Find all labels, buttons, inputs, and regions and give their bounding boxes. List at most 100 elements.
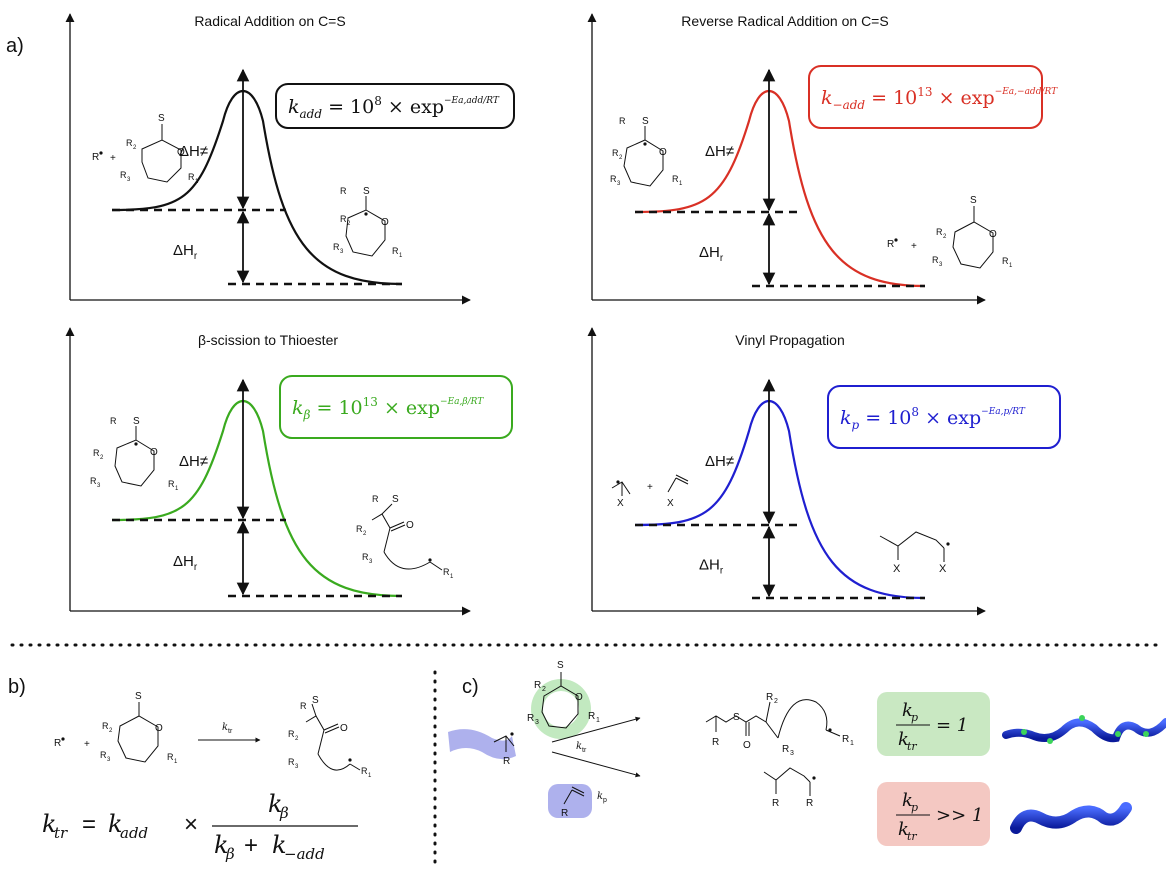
rate-equation-box: [279, 375, 513, 439]
r2-label: R: [534, 680, 541, 691]
rate-equation: kp = 108 × exp−Ea,p/RT: [840, 405, 1026, 432]
sulfur-label: S: [392, 494, 399, 505]
ratio2-den-sub: tr: [907, 830, 917, 843]
dH-activation-label: ΔH≠: [179, 453, 208, 470]
panel-label-a: a): [6, 35, 24, 57]
eq-den-kadd-sub: −add: [284, 845, 325, 863]
panel-label-b: b): [8, 676, 26, 698]
dH-reaction-label: ΔHr: [173, 553, 198, 573]
x-label: X: [667, 498, 674, 509]
r2-label: R: [93, 448, 100, 458]
energy-curve: [634, 400, 926, 600]
monomer-highlight: [548, 784, 592, 818]
r2-label: R: [288, 729, 295, 739]
r2-label: R: [612, 148, 619, 158]
r3-sub: 3: [369, 559, 373, 565]
eq-lhs: k: [42, 810, 57, 838]
r3-sub: 3: [107, 757, 111, 763]
r1-sub: 1: [450, 574, 454, 580]
ratio1-num-sub: p: [911, 711, 918, 724]
r2-label: R: [356, 524, 363, 534]
rate-equation: kβ = 1013 × exp−Ea,β/RT: [292, 395, 484, 422]
r2-sub: 2: [109, 728, 113, 734]
panel-title: β-scission to Thioester: [198, 332, 338, 348]
r3-sub: 3: [127, 177, 131, 183]
r-label: R: [372, 494, 379, 504]
eq-den-kbeta-sub: β: [225, 845, 235, 863]
panel-title: Reverse Radical Addition on C=S: [681, 13, 888, 29]
kp-label: k: [597, 791, 603, 802]
oxygen-label: O: [575, 692, 583, 703]
reactants-radical-addition: R + S O R 2 R 3 R 1: [92, 113, 199, 185]
r2-sub: 2: [619, 155, 623, 161]
energy-curve: [634, 90, 926, 288]
oxygen-label: O: [340, 723, 348, 734]
r3-sub: 3: [939, 262, 943, 268]
panel-title: Radical Addition on C=S: [194, 13, 345, 29]
r3-sub: 3: [790, 750, 794, 757]
r1-label: R: [443, 567, 450, 577]
r-label: R: [561, 808, 568, 819]
r1-sub: 1: [596, 717, 600, 724]
eq-equals: =: [82, 811, 96, 838]
sulfur-label: S: [312, 695, 319, 706]
r2-sub: 2: [133, 145, 137, 151]
ktr-sub: tr: [582, 747, 587, 754]
energy-curve: [111, 400, 403, 598]
eq-times: ×: [184, 811, 198, 838]
r1-sub: 1: [195, 179, 199, 185]
r1-sub: 1: [1009, 263, 1013, 269]
ratio1-value: = 1: [936, 715, 968, 736]
radical-label: R: [887, 239, 894, 250]
r3-label: R: [100, 750, 107, 760]
r-label: R: [772, 798, 779, 809]
thionolactone-ring: [141, 139, 182, 183]
r3-sub: 3: [295, 764, 299, 770]
arrow-k-sub: tr: [228, 728, 233, 735]
rate-equation-box: [275, 83, 515, 129]
rate-equation: kadd = 108 × exp−Ea,add/RT: [288, 94, 500, 121]
oxygen-label: O: [659, 147, 667, 158]
panel-c-scheme: R S O R 2 R 3 R 1 k tr R k p: [448, 660, 1166, 846]
r1-label: R: [168, 479, 175, 489]
x-label: X: [939, 563, 947, 575]
arrow-k: k: [222, 722, 228, 733]
degradable-polymer: [1002, 718, 1166, 743]
r1-label: R: [188, 172, 195, 182]
rate-equation: k−add = 1013 × exp−Ea,−add/RT: [821, 85, 1058, 112]
r2-label: R: [126, 138, 133, 148]
ktr-label: k: [576, 741, 582, 752]
ratio2-value: >> 1: [936, 805, 983, 826]
r1-sub: 1: [174, 759, 178, 765]
sulfur-label: S: [733, 712, 740, 723]
ratio2-den: k: [898, 819, 909, 840]
eq-den-kadd: k: [272, 831, 287, 859]
r3-label: R: [782, 744, 789, 755]
sulfur-label: S: [557, 660, 564, 671]
r2-label: R: [766, 692, 773, 703]
plus-sign: +: [911, 241, 917, 252]
transfer-arrow: [551, 716, 641, 743]
polymer-chain-end: [448, 729, 516, 760]
ratio-greater-box: [877, 782, 990, 846]
r1-sub: 1: [850, 740, 854, 747]
r3-label: R: [90, 476, 97, 486]
rate-equation-box: [827, 385, 1061, 449]
sulfur-label: S: [970, 195, 977, 206]
plus-sign: +: [84, 739, 90, 750]
kp-sub: p: [603, 797, 607, 804]
r-label: R: [806, 798, 813, 809]
oxygen-label: O: [155, 723, 163, 734]
x-label: X: [893, 563, 901, 575]
r1-label: R: [842, 734, 849, 745]
oxygen-label: O: [381, 217, 389, 228]
products-reverse-addition: R + S O R 2 R 3 R 1: [887, 195, 1013, 269]
x-label: X: [617, 498, 624, 509]
product-radical-addition: S R O R 2 R 3 R 1: [333, 186, 403, 259]
r2-sub: 2: [542, 686, 546, 693]
product-vinyl-dimer: X X: [879, 531, 950, 575]
r-label: R: [300, 701, 307, 711]
oxygen-label: O: [743, 740, 751, 751]
ratio1-num: k: [902, 700, 913, 721]
